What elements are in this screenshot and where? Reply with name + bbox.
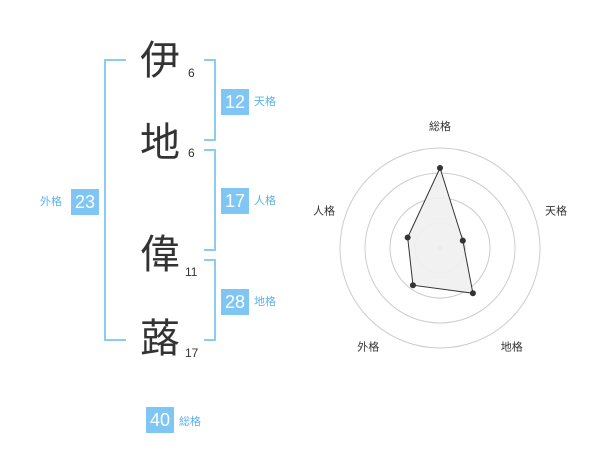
radar-point-2	[459, 237, 466, 244]
radar-axis-label-5: 人格	[313, 203, 335, 217]
radar-ring-4	[339, 147, 541, 349]
name-char-2: 地	[140, 120, 180, 166]
name-char-4: 蕗	[140, 316, 180, 362]
jinkaku-bracket	[204, 149, 216, 251]
radar-point-3	[469, 290, 476, 297]
tenkaku-value: 12	[221, 89, 249, 115]
radar-point-5	[404, 234, 411, 241]
radar-axis-label-1: 総格	[429, 119, 451, 133]
name-char-1: 伊	[140, 38, 180, 84]
jinkaku-label: 人格	[254, 194, 276, 207]
gaikaku-bracket	[104, 59, 126, 341]
chikaku-bracket	[204, 259, 216, 341]
stroke-count-2: 6	[188, 146, 195, 160]
radar-point-4	[409, 282, 416, 289]
chikaku-value: 28	[221, 289, 249, 315]
radar-polygon	[407, 166, 474, 294]
stroke-count-1: 6	[188, 66, 195, 80]
stroke-count-4: 17	[185, 346, 199, 360]
soukaku-label: 総格	[179, 415, 201, 428]
stroke-count-3: 11	[185, 265, 198, 279]
gaikaku-value: 23	[71, 189, 99, 215]
radar-axis-label-2: 天格	[545, 203, 567, 217]
gaikaku-label: 外格	[40, 195, 62, 208]
radar-point-1	[437, 165, 443, 171]
jinkaku-value: 17	[221, 188, 249, 214]
tenkaku-label: 天格	[254, 95, 276, 108]
tenkaku-bracket	[204, 59, 216, 141]
radar-axis-label-4: 外格	[357, 340, 379, 354]
soukaku-value: 40	[146, 407, 174, 433]
radar-axis-label-3: 地格	[501, 340, 523, 354]
name-char-3: 偉	[140, 232, 180, 278]
chikaku-label: 地格	[254, 295, 276, 308]
